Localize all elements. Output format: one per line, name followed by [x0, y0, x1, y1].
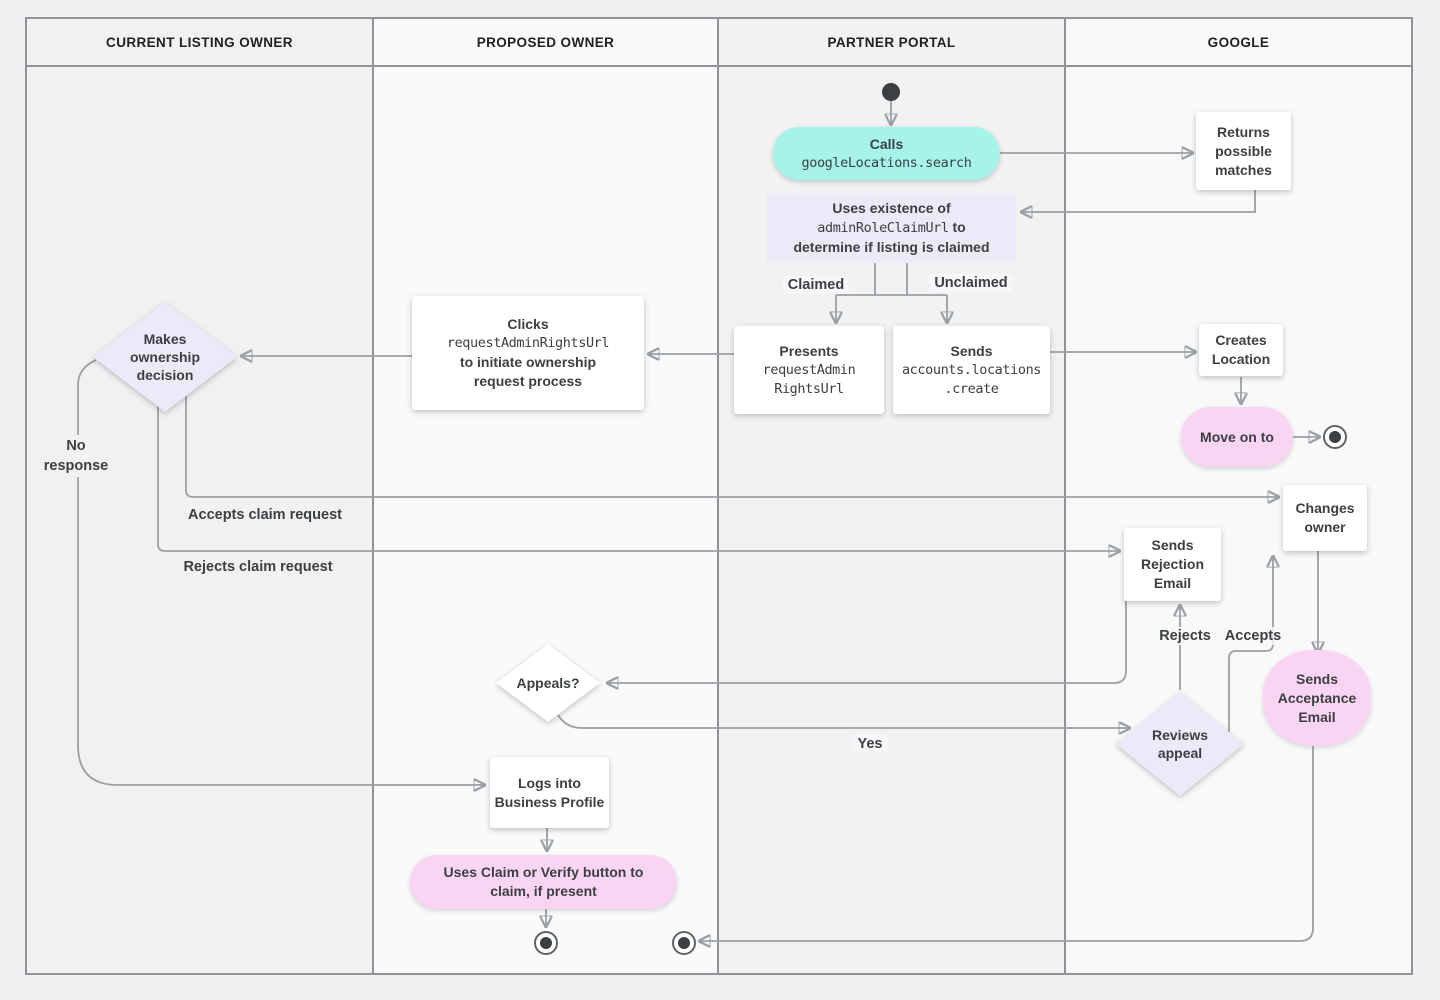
edge-label-claimed: Claimed [782, 276, 850, 294]
end-node-acceptance [672, 931, 696, 955]
edge-label-rejects-claim-request: Rejects claim request [183, 559, 333, 575]
node-label: Sends Acceptance Email [1277, 670, 1357, 725]
node-uses-existence-adminroleclaimurl: Uses existence of adminRoleClaimUrl to d… [767, 193, 1016, 263]
lane-header: PROPOSED OWNER [374, 19, 717, 67]
node-creates-location: Creates Location [1199, 324, 1283, 376]
node-calls-googlelocations-search: Calls googleLocations.search [773, 127, 1000, 180]
end-node-claim [534, 931, 558, 955]
node-presents-requestadminrightsurl: Presents requestAdmin RightsUrl [734, 326, 884, 414]
node-label: Changes owner [1295, 500, 1355, 535]
node-label: Logs into Business Profile [494, 774, 605, 810]
node-code: requestAdmin [762, 361, 856, 378]
node-move-on-to: Move on to [1181, 407, 1293, 467]
node-label: Returns possible matches [1215, 123, 1272, 178]
node-title: Presents [779, 342, 839, 359]
node-line: Uses existence of [832, 200, 951, 216]
node-code: accounts.locations [901, 361, 1042, 378]
node-line: to initiate ownership [459, 354, 597, 370]
edge-label-no-response: No response [29, 435, 123, 477]
node-code: .create [944, 380, 999, 397]
node-label: Sends Rejection Email [1140, 537, 1204, 591]
end-node-move-on [1323, 425, 1347, 449]
node-code: requestAdminRightsUrl [446, 335, 610, 351]
node-makes-ownership-decision: Makes ownership decision [93, 302, 237, 412]
node-code: adminRoleClaimUrl [817, 220, 949, 236]
node-code: RightsUrl [774, 380, 844, 397]
node-logs-into-business-profile: Logs into Business Profile [490, 757, 609, 828]
lane-header: PARTNER PORTAL [719, 19, 1064, 67]
node-line: request process [473, 373, 583, 389]
start-node [882, 83, 900, 101]
lane-proposed-owner: PROPOSED OWNER [374, 19, 719, 973]
node-sends-rejection-email: Sends Rejection Email [1124, 528, 1221, 601]
edge-label-accepts-claim-request: Accepts claim request [188, 507, 342, 523]
node-returns-possible-matches: Returns possible matches [1196, 112, 1291, 190]
node-line: determine if listing is claimed [793, 239, 990, 255]
node-code: googleLocations.search [801, 154, 972, 171]
node-sends-accounts-locations-create: Sends accounts.locations .create [893, 326, 1050, 414]
end-node-dot [678, 937, 690, 949]
edge-label-unclaimed: Unclaimed [929, 274, 1013, 292]
node-label: Uses Claim or Verify button to claim, if… [443, 864, 644, 899]
node-clicks-requestadminrightsurl: Clicks requestAdminRightsUrl to initiate… [412, 296, 644, 410]
node-label: Appeals? [516, 675, 580, 691]
node-reviews-appeal: Reviews appeal [1116, 692, 1244, 796]
edge-label-yes: Yes [852, 735, 888, 753]
lane-header: CURRENT LISTING OWNER [27, 19, 372, 67]
node-label: Creates Location [1211, 332, 1271, 367]
node-changes-owner: Changes owner [1283, 485, 1367, 551]
node-uses-claim-or-verify-button: Uses Claim or Verify button to claim, if… [410, 855, 677, 909]
edge-label-accepts: Accepts [1219, 627, 1287, 645]
node-title: Sends [950, 342, 993, 359]
end-node-dot [540, 937, 552, 949]
node-label: Makes ownership decision [129, 331, 200, 383]
node-sends-acceptance-email: Sends Acceptance Email [1263, 650, 1371, 746]
node-title: Clicks [507, 316, 549, 332]
node-appeals-decision: Appeals? [496, 644, 600, 722]
lane-current-listing-owner: CURRENT LISTING OWNER [27, 19, 374, 973]
node-line: adminRoleClaimUrl to [817, 218, 965, 238]
node-label: Reviews appeal [1151, 727, 1209, 761]
node-label: Move on to [1200, 428, 1274, 445]
end-node-dot [1329, 431, 1341, 443]
lane-header: GOOGLE [1066, 19, 1411, 67]
node-title: Calls [869, 135, 904, 152]
edge-label-rejects: Rejects [1154, 627, 1216, 645]
node-line-suffix: to [948, 219, 966, 235]
